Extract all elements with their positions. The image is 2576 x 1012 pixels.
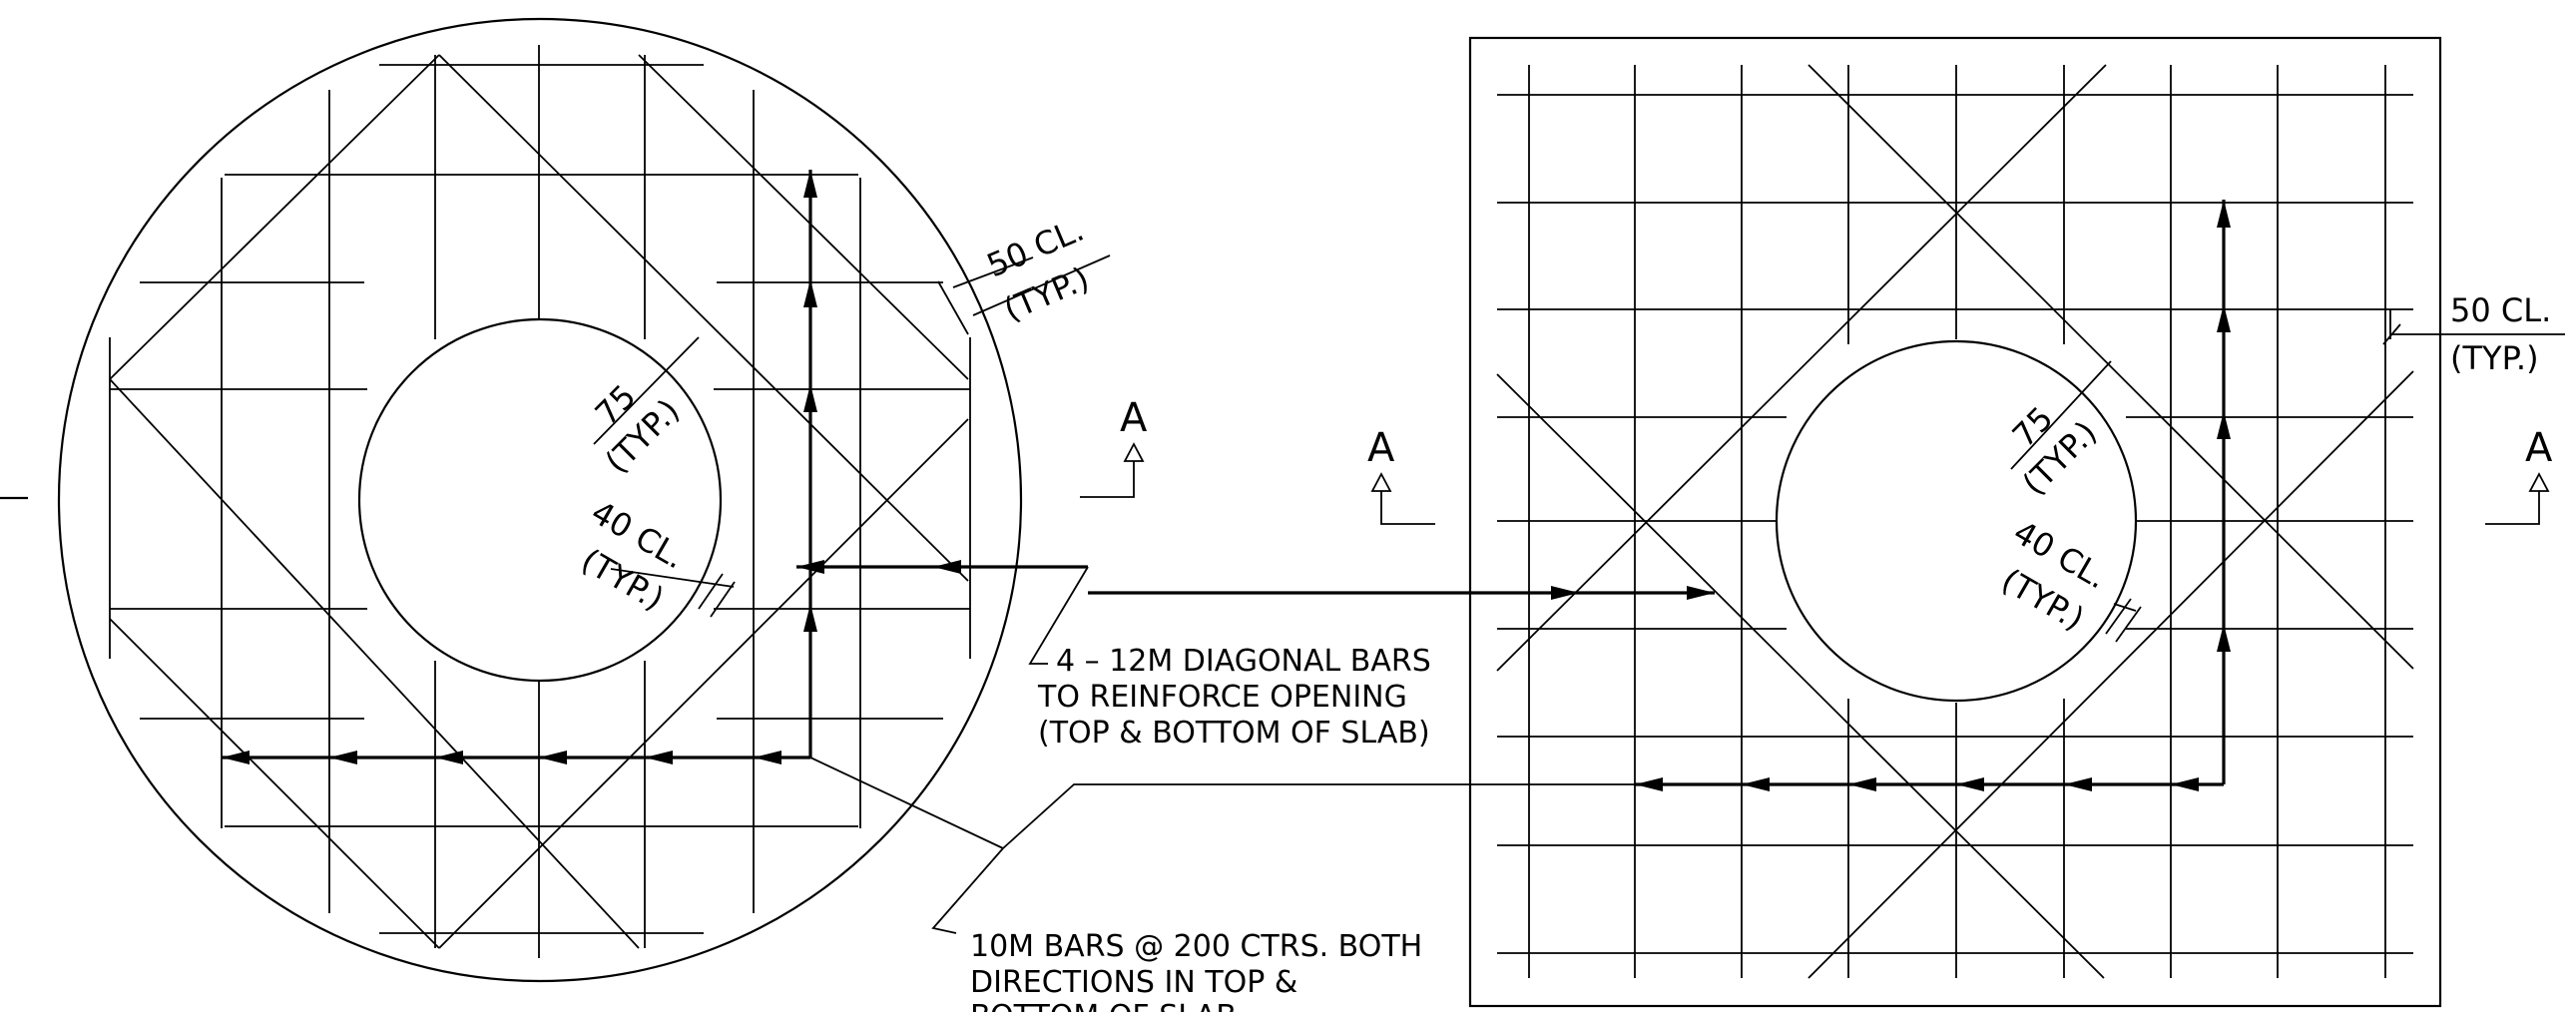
circular-opening bbox=[357, 317, 723, 683]
left-mesh-arrow-row-vertical bbox=[803, 170, 817, 758]
diagonal-bars-note-line-1: 4 – 12M DIAGONAL BARS bbox=[1056, 644, 1431, 679]
mesh-bars-leader-right bbox=[1002, 783, 1635, 849]
mesh-bars-note-line-1: 10M BARS @ 200 CTRS. BOTH bbox=[970, 929, 1422, 964]
left-cover-leader bbox=[952, 256, 1034, 288]
left-cover-tick bbox=[937, 280, 969, 335]
mesh-bars-leader-left bbox=[809, 757, 1004, 849]
left-diagonal-arrow bbox=[796, 560, 1088, 574]
circular-slab-outline bbox=[57, 17, 1023, 983]
diagonal-bars-note-line-2: TO REINFORCE OPENING bbox=[1037, 680, 1407, 715]
right-mesh-arrow-row-horizontal bbox=[1635, 777, 2224, 791]
mesh-bars-callout: 10M BARS @ 200 CTRS. BOTH DIRECTIONS IN … bbox=[809, 757, 1635, 1012]
right-mesh-arrow-row-vertical bbox=[2217, 200, 2231, 784]
diagonal-bars-callout: 4 – 12M DIAGONAL BARS TO REINFORCE OPENI… bbox=[1028, 566, 1431, 751]
left-opening-dim-line bbox=[593, 336, 700, 445]
square-slab-outline bbox=[1468, 36, 2442, 1008]
diagonal-bars-leader bbox=[1028, 566, 1089, 665]
left-mesh-arrow-row-horizontal bbox=[222, 751, 810, 764]
left-diagonal-bars bbox=[109, 54, 969, 949]
mesh-bars-note-line-2: DIRECTIONS IN TOP & bbox=[970, 965, 1297, 1000]
right-cover-outer-label: 50 CL. bbox=[2450, 291, 2551, 329]
square-slab-plan: 50 CL. (TYP.) 75 (TYP.) 40 CL. (TYP.) A … bbox=[1088, 36, 2565, 1008]
left-section-mark: A bbox=[1080, 395, 1148, 498]
diagonal-bars-note-line-3: (TOP & BOTTOM OF SLAB) bbox=[1038, 716, 1430, 751]
mesh-bars-note-line-3: BOTTOM OF SLAB bbox=[970, 999, 1237, 1012]
right-rebar-mesh bbox=[1497, 65, 2413, 978]
right-section-mark-right: A bbox=[2485, 425, 2553, 525]
right-diagonal-arrow bbox=[1088, 586, 1715, 600]
left-opening-cover-leader bbox=[610, 568, 735, 588]
right-section-mark-right-label: A bbox=[2525, 425, 2553, 471]
right-opening-dim-line bbox=[2010, 360, 2112, 470]
circular-slab-plan: 50 CL. (TYP.) 75 (TYP.) 40 CL. (TYP.) A bbox=[57, 17, 1148, 983]
right-diagonal-bars bbox=[1496, 64, 2414, 979]
square-slab-opening bbox=[1775, 339, 2138, 703]
right-section-mark-left-label: A bbox=[1367, 425, 1395, 471]
left-rebar-mesh bbox=[109, 45, 971, 958]
left-section-mark-label: A bbox=[1120, 395, 1148, 441]
mesh-bars-leader-down bbox=[931, 847, 1004, 934]
right-cover-outer-typ-label: (TYP.) bbox=[2450, 339, 2539, 377]
right-section-mark-left: A bbox=[1367, 425, 1435, 525]
